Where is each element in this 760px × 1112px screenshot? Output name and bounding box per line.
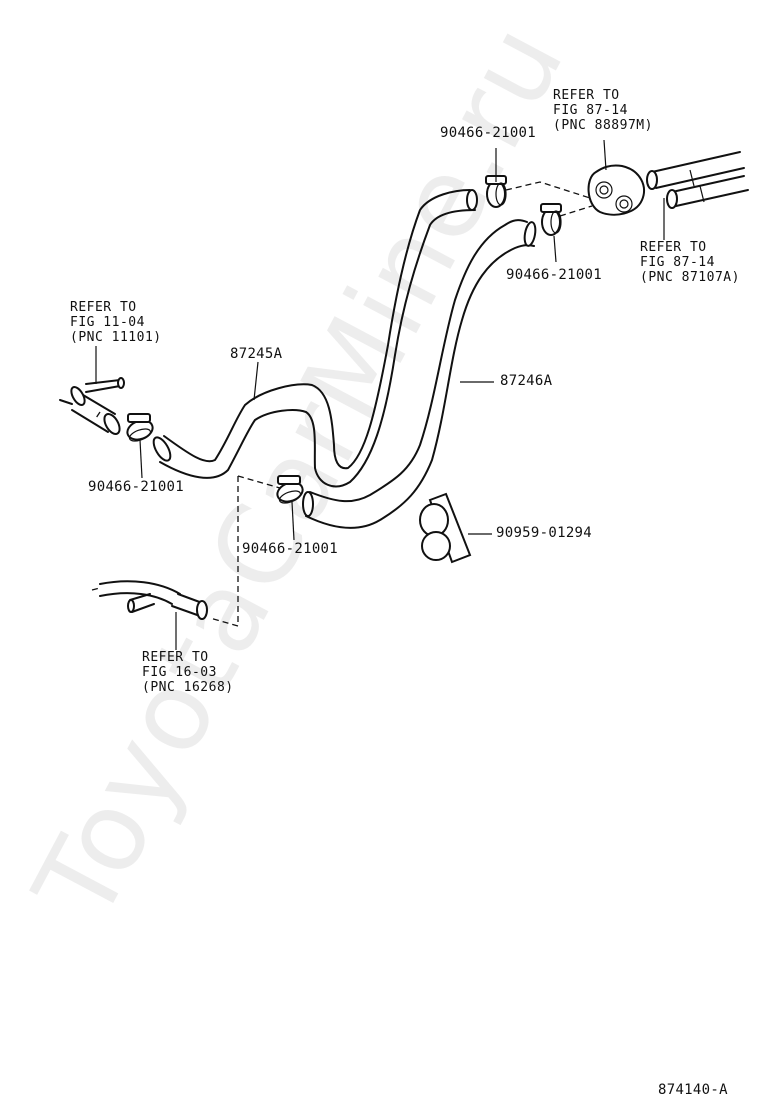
leader-clamp-left xyxy=(139,439,143,479)
clamp-right[interactable] xyxy=(540,203,562,236)
dash-lower xyxy=(209,476,239,627)
leader-87245a xyxy=(253,361,259,401)
dash-left xyxy=(95,411,101,419)
label-87245a[interactable]: 87245A xyxy=(230,346,283,362)
label-clamp-top[interactable]: 90466-21001 xyxy=(440,125,537,141)
leader-clamp-right xyxy=(553,235,557,263)
hose-87246a[interactable] xyxy=(302,219,537,529)
engine-pipe-lower[interactable] xyxy=(91,580,208,620)
leader-88897m xyxy=(603,139,607,171)
figure-code: 874140-A xyxy=(658,1082,728,1098)
label-87246a[interactable]: 87246A xyxy=(500,373,553,389)
dash-top xyxy=(505,181,591,199)
leader-clamp-mid xyxy=(291,501,295,541)
grommet[interactable] xyxy=(419,492,472,564)
label-grommet[interactable]: 90959-01294 xyxy=(496,525,593,541)
clamp-mid[interactable] xyxy=(275,475,306,505)
engine-pipe-left[interactable] xyxy=(59,377,125,437)
label-clamp-left[interactable]: 90466-21001 xyxy=(88,479,185,495)
heater-pipes[interactable] xyxy=(646,151,749,209)
dash-right xyxy=(559,205,593,217)
label-clamp-mid[interactable]: 90466-21001 xyxy=(242,541,339,557)
clamp-left[interactable] xyxy=(125,413,156,443)
flange-plate[interactable] xyxy=(587,164,645,216)
hose-87245a[interactable] xyxy=(150,189,478,488)
dash-mid xyxy=(237,475,281,489)
label-clamp-right[interactable]: 90466-21001 xyxy=(506,267,603,283)
